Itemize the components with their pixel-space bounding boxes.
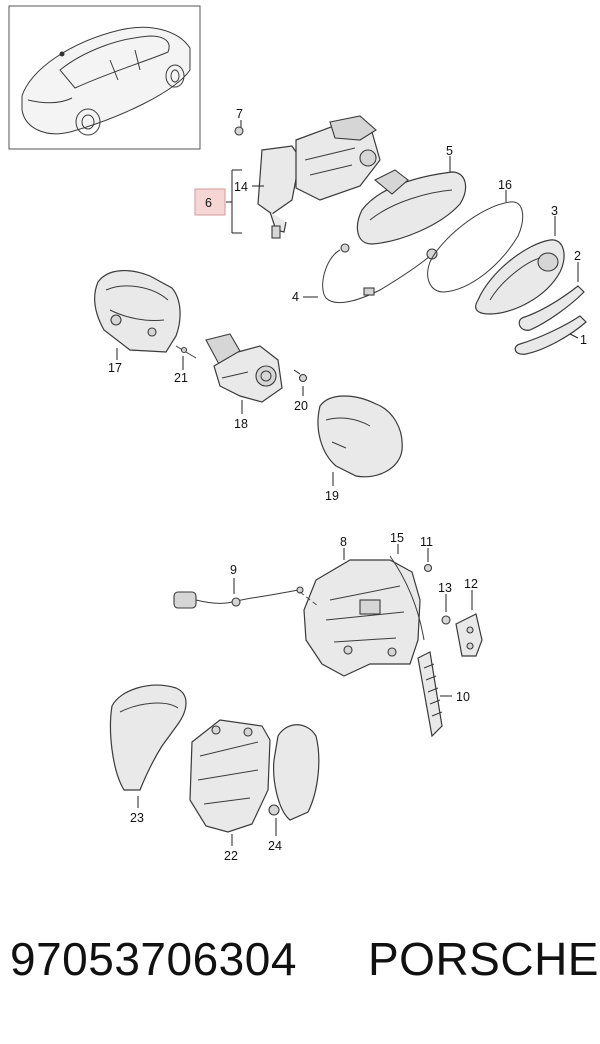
callout-2: 2 [574,249,581,263]
callout-6-highlight [194,188,226,216]
callout-7: 7 [236,107,243,121]
lock-body-8 [303,559,421,677]
callout-14: 14 [234,180,248,194]
callout-19: 19 [325,489,339,503]
callout-24: 24 [268,839,282,853]
callout-15: 15 [390,531,404,545]
housing-17 [94,270,181,353]
door-handle-5 [356,169,467,245]
cover-19 [317,395,403,478]
cable-9 [173,586,304,609]
callout-4: 4 [292,290,299,304]
cover-23 [109,684,187,791]
callout-6: 6 [205,196,212,210]
motor-18 [205,333,283,403]
callout-12: 12 [464,577,478,591]
rod-15 [389,555,425,641]
trim-strip-1 [514,315,587,355]
callout-22: 22 [224,849,238,863]
callout-1: 1 [580,333,587,347]
callout-5: 5 [446,144,453,158]
callout-13: 13 [438,581,452,595]
vehicle-thumbnail [8,5,201,150]
callout-18: 18 [234,417,248,431]
gasket-16 [427,201,524,293]
callout-17: 17 [108,361,122,375]
callout-16: 16 [498,178,512,192]
callout-23: 23 [130,811,144,825]
callout-21: 21 [174,371,188,385]
bolt-13 [441,615,451,625]
striker-12 [455,613,483,657]
cover-24 [268,724,320,821]
screw-7 [234,120,244,136]
callout-9: 9 [230,563,237,577]
callout-11: 11 [420,535,433,549]
pin-21 [175,345,197,359]
callout-3: 3 [551,204,558,218]
screw-11 [423,563,433,573]
footer: 97053706304 PORSCHE [0,932,600,1002]
lock-actuator-top [257,115,381,239]
callout-10: 10 [456,690,470,704]
plate-10 [417,651,443,738]
cable-4 [322,243,438,303]
housing-22 [189,719,271,833]
trim-bezel-3 [475,239,565,315]
part-number: 97053706304 [10,933,297,985]
callout-20: 20 [294,399,308,413]
trim-strip-2 [518,285,585,331]
brand-name: PORSCHE [368,933,599,985]
callout-8: 8 [340,535,347,549]
screw-20 [293,369,308,383]
